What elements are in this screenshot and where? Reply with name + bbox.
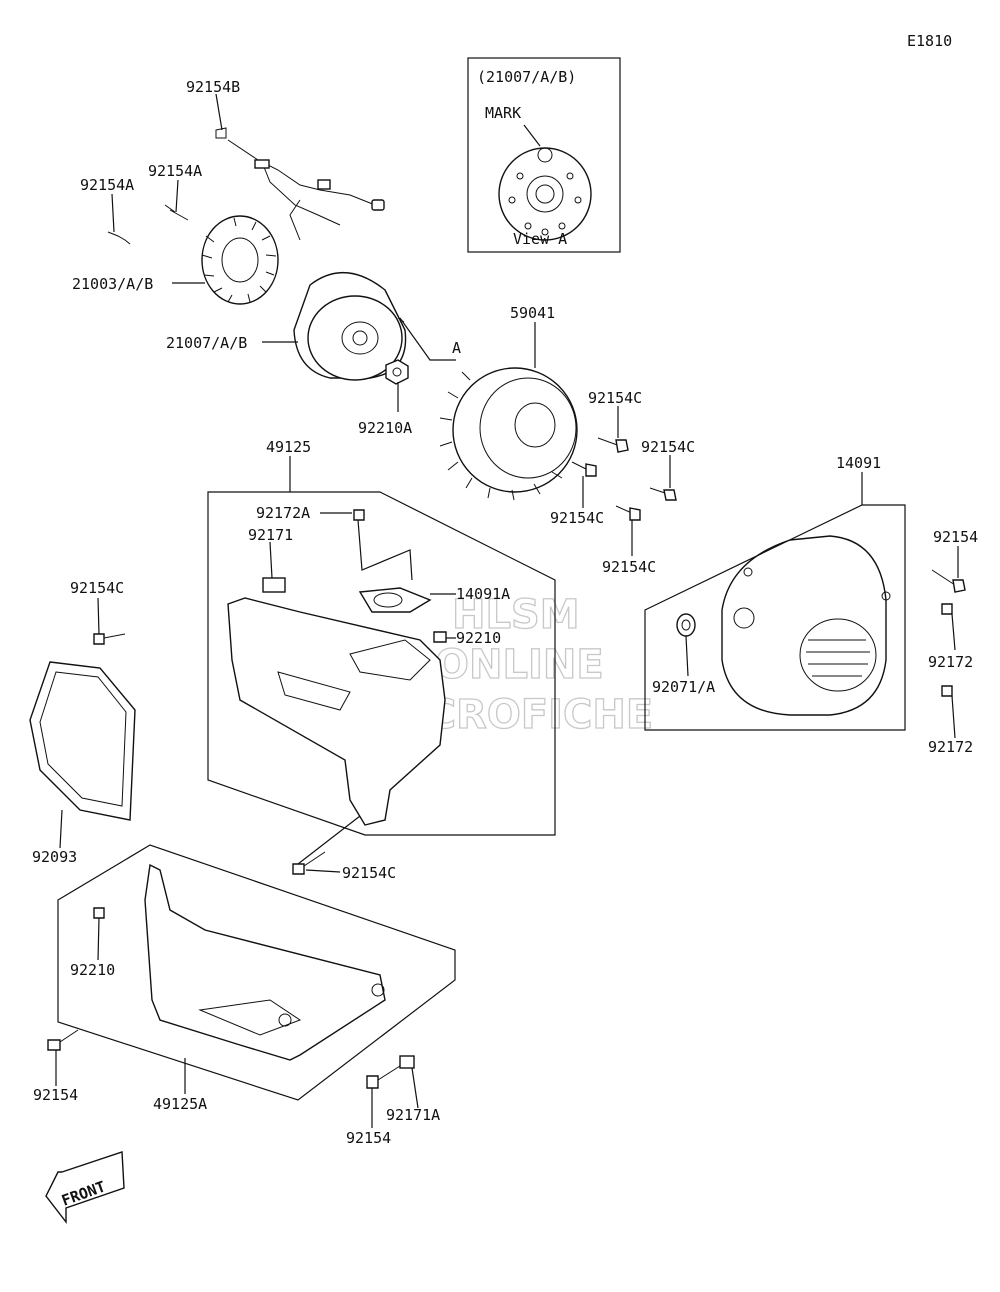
label-92093: 92093 bbox=[32, 848, 77, 866]
cooling-fan bbox=[439, 367, 578, 501]
label-92171a: 92171A bbox=[386, 1106, 440, 1124]
label-92154-1: 92154 bbox=[933, 528, 978, 546]
nut-92210a bbox=[385, 359, 409, 385]
label-92210-1: 92210 bbox=[456, 629, 501, 647]
label-92154c-4: 92154C bbox=[602, 558, 656, 576]
label-92071a: 92071/A bbox=[652, 678, 715, 696]
view-a-ref: (21007/A/B) bbox=[477, 68, 576, 86]
label-92210-2: 92210 bbox=[70, 961, 115, 979]
label-92171: 92171 bbox=[248, 526, 293, 544]
fan-cover bbox=[721, 535, 891, 716]
label-49125: 49125 bbox=[266, 438, 311, 456]
label-59041: 59041 bbox=[510, 304, 555, 322]
label-92154c-2: 92154C bbox=[641, 438, 695, 456]
label-92154c-1: 92154C bbox=[588, 389, 642, 407]
view-a-inset: (21007/A/B) MARK View A bbox=[467, 57, 621, 253]
label-21003: 21003/A/B bbox=[72, 275, 153, 293]
stator bbox=[201, 215, 279, 305]
leader-lines bbox=[55, 93, 959, 1128]
label-92154c-6: 92154C bbox=[342, 864, 396, 882]
label-92154a-1: 92154A bbox=[148, 162, 202, 180]
gasket-92093 bbox=[29, 661, 136, 821]
label-14091a: 14091A bbox=[456, 585, 510, 603]
label-92172-1: 92172 bbox=[928, 653, 973, 671]
label-92154b: 92154B bbox=[186, 78, 240, 96]
label-92210a: 92210A bbox=[358, 419, 412, 437]
label-92154a-2: 92154A bbox=[80, 176, 134, 194]
shroud-49125 bbox=[227, 577, 446, 826]
shroud-49125a bbox=[144, 863, 386, 1061]
label-92154c-5: 92154C bbox=[70, 579, 124, 597]
diagram-code: E1810 bbox=[907, 32, 952, 50]
label-14091: 14091 bbox=[836, 454, 881, 472]
label-49125a: 49125A bbox=[153, 1095, 207, 1113]
view-a-mark-label: MARK bbox=[485, 104, 521, 122]
part-labels: 92154B 92154A 92154A 21003/A/B 21007/A/B… bbox=[32, 78, 978, 1147]
watermark-line-1: HLSM bbox=[452, 592, 580, 638]
flywheel bbox=[293, 272, 407, 381]
label-21007: 21007/A/B bbox=[166, 334, 247, 352]
view-a-caption: View A bbox=[513, 230, 567, 248]
label-92172-2: 92172 bbox=[928, 738, 973, 756]
stator-assembly bbox=[201, 139, 385, 305]
label-92154-2: 92154 bbox=[33, 1086, 78, 1104]
label-92172a: 92172A bbox=[256, 504, 310, 522]
washer-92071a bbox=[676, 613, 696, 637]
label-92154-3: 92154 bbox=[346, 1129, 391, 1147]
watermark-line-2: ONLINE bbox=[435, 642, 604, 688]
label-92154c-3: 92154C bbox=[550, 509, 604, 527]
front-arrow: FRONT bbox=[45, 1151, 125, 1225]
label-arrow-a: A bbox=[452, 339, 461, 357]
